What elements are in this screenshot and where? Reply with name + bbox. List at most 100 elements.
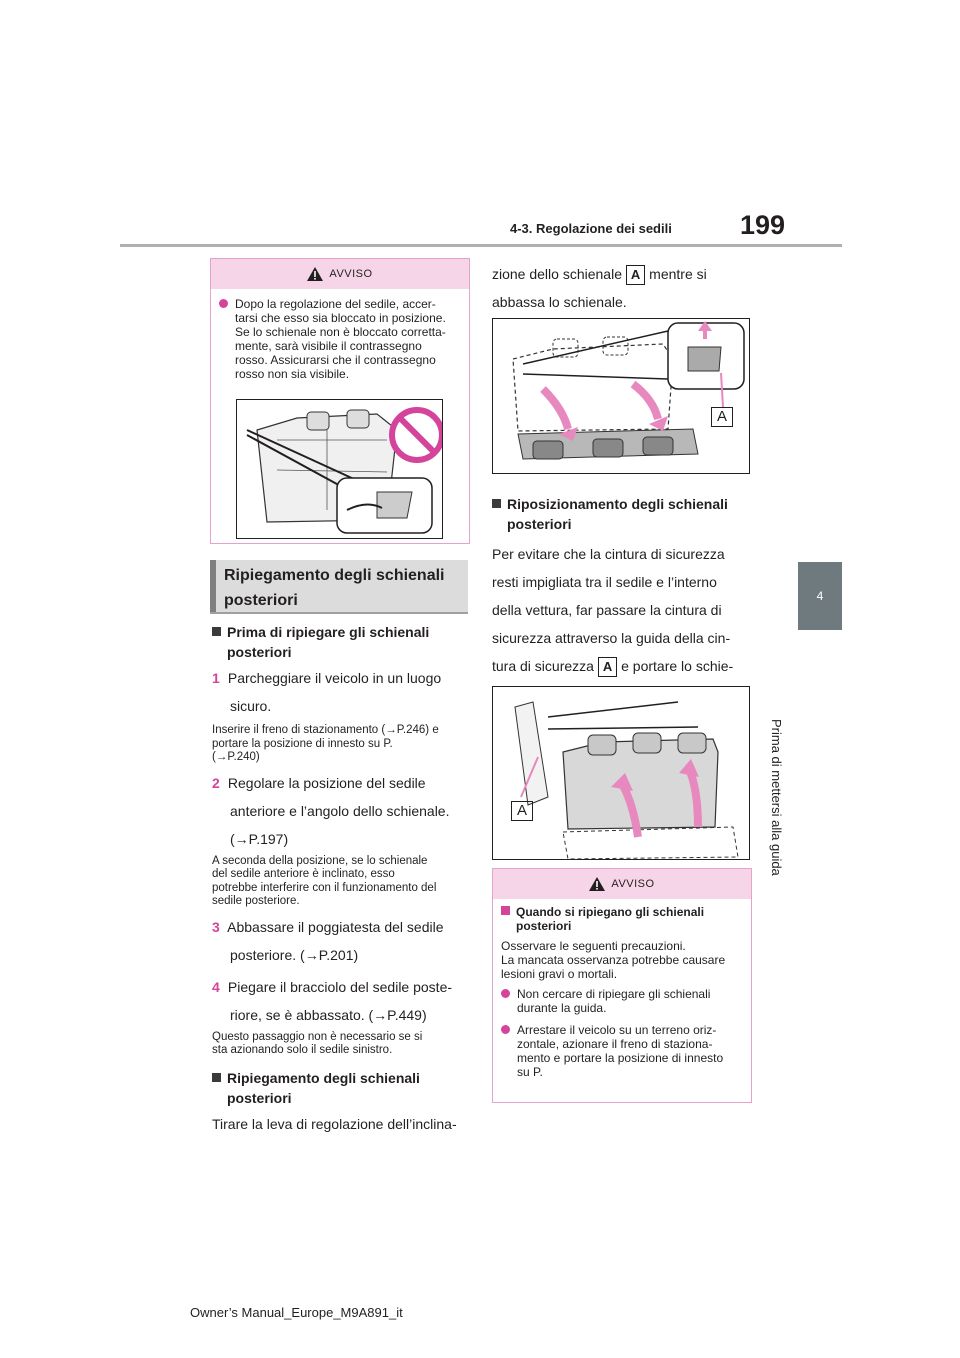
figure-label-a: A (511, 801, 534, 821)
warning-line: zontale, azionare il freno di staziona- (517, 1037, 713, 1051)
paragraph-text: tura di sicurezza (492, 658, 594, 674)
fold-backrest-illustration: A (492, 318, 750, 474)
bullet-dot-icon (501, 989, 510, 998)
subheading-line: posteriori (227, 1089, 292, 1106)
fold-seat-arrows-icon (512, 321, 745, 460)
warning-body: Quando si ripiegano gli schienali poster… (501, 905, 741, 1079)
subheading-line: Ripiegamento degli schienali (227, 1069, 420, 1086)
bullet-dot-icon (501, 1025, 510, 1034)
figure-label-a: A (711, 407, 734, 427)
note-line: (→P.240) (212, 751, 260, 763)
bullet-dot-icon (219, 299, 228, 308)
step-text: (→P.197) (230, 830, 289, 847)
warning-line: Osservare le seguenti precauzioni. (501, 939, 686, 953)
rear-seat-prohibited-icon (246, 407, 442, 534)
warning-line: Arrestare il veicolo su un terreno oriz- (517, 1023, 717, 1037)
warning-bullet: Arrestare il veicolo su un terreno oriz-… (501, 1023, 741, 1079)
label-a-badge: A (597, 657, 618, 678)
page-number: 199 (740, 210, 786, 240)
warning-box-1: AVVISO Dopo la regolazione del sedile, a… (210, 258, 470, 544)
warning-line: Dopo la regolazione del sedile, accer- (235, 297, 436, 311)
warning-triangle-icon (589, 877, 606, 891)
warning-title: AVVISO (329, 268, 373, 280)
header-rule (120, 244, 842, 247)
warning-line: tarsi che esso sia bloccato in posizione… (235, 311, 446, 325)
step-number: 1 (212, 670, 220, 686)
step-number: 3 (212, 918, 220, 935)
section-rule (210, 612, 468, 614)
raise-seat-arrows-icon (514, 701, 739, 859)
note-line: sta azionando solo il sedile sinistro. (212, 1044, 393, 1056)
paragraph-text: zione dello schienale (492, 266, 622, 282)
step-text: Parcheggiare il veicolo in un luogo (227, 670, 442, 686)
subheading-folding: Ripiegamento degli schienali posteriori (212, 1068, 470, 1108)
note-1: Inserire il freno di stazionamento (→P.2… (212, 724, 470, 765)
step-text: sicuro. (230, 698, 272, 714)
step-text: Abbassare il poggiatesta del sedile (227, 918, 444, 935)
step-2: 2 Regolare la posizione del sedile anter… (212, 769, 470, 853)
section-header: 4-3. Regolazione dei sedili (510, 221, 672, 236)
warning-line: Quando si ripiegano gli schienali (516, 905, 705, 919)
left-column: Prima di ripiegare gli schienali posteri… (212, 622, 470, 1138)
step-text: anteriore e l’angolo dello schienale. (230, 802, 450, 819)
warning-line: La mancata osservanza potrebbe causare (501, 953, 726, 967)
step-number: 4 (212, 978, 220, 995)
step-4: 4 Piegare il bracciolo del sedile poste-… (212, 973, 470, 1029)
note-line: del sedile anteriore è inclinato, esso (212, 868, 395, 880)
note-line: A seconda della posizione, se lo schiena… (212, 854, 428, 867)
warning-title: AVVISO (611, 878, 655, 890)
seat-lock-illustration (236, 399, 443, 539)
step-text: Regolare la posizione del sedile (227, 774, 426, 791)
warning-triangle-icon (307, 267, 324, 281)
note-2: A seconda della posizione, se lo schiena… (212, 855, 470, 909)
note-line: Inserire il freno di stazionamento (→P.2… (212, 724, 439, 736)
warning-line: Non cercare di ripiegare gli schienali (517, 987, 711, 1001)
subheading-before-folding: Prima di ripiegare gli schienali posteri… (212, 622, 470, 662)
step-1: 1 Parcheggiare il veicolo in un luogo si… (212, 664, 470, 720)
subheading-line: Riposizionamento degli schienali (507, 496, 728, 512)
paragraph-text: della vettura, far passare la cintura di (492, 602, 722, 618)
footer-manual-id: Owner’s Manual_Europe_M9A891_it (190, 1305, 403, 1320)
warning-line: posteriori (516, 919, 572, 933)
subheading-line: Prima di ripiegare gli schienali (227, 624, 430, 640)
warning-bullet: Non cercare di ripiegare gli schienali d… (501, 987, 741, 1015)
paragraph-text: mentre si (649, 266, 707, 282)
paragraph-text: abbassa lo schienale. (492, 294, 627, 310)
reposition-backrest-illustration: A (492, 686, 750, 860)
section-title: Ripiegamento degli schienali posteriori (210, 560, 468, 614)
step-text: riore, se è abbassato. (→P.449) (230, 1006, 427, 1023)
warning-line: rosso non sia visibile. (235, 367, 350, 381)
section-title-line: Ripiegamento degli schienali (224, 567, 445, 584)
subheading-line: posteriori (227, 644, 292, 660)
paragraph-text: resti impigliata tra il sedile e l’inter… (492, 574, 717, 590)
folding-paragraph-continued: zione dello schienale A mentre si abbass… (492, 260, 762, 316)
square-bullet-icon (492, 499, 501, 508)
square-bullet-icon (501, 906, 510, 915)
warning-line: mento e portare la posizione di innesto (517, 1051, 724, 1065)
square-bullet-icon (212, 1072, 221, 1082)
note-line: sedile posteriore. (212, 895, 300, 907)
paragraph-text: sicurezza attraverso la guida della cin- (492, 630, 731, 646)
square-bullet-icon (212, 627, 221, 636)
step-number: 2 (212, 774, 220, 791)
note-line: potrebbe interferire con il funzionament… (212, 881, 437, 894)
warning-box-2: AVVISO Quando si ripiegano gli schienali… (492, 868, 752, 1103)
subheading-repositioning: Riposizionamento degli schienali posteri… (492, 494, 762, 534)
label-a-badge: A (625, 265, 646, 286)
warning-bullet: Dopo la regolazione del sedile, accer- t… (219, 297, 459, 381)
right-column: Riposizionamento degli schienali posteri… (492, 494, 762, 708)
note-3: Questo passaggio non è necessario se si … (212, 1031, 470, 1058)
step-3: 3 Abbassare il poggiatesta del sedile po… (212, 913, 470, 969)
warning-line: rosso. Assicurarsi che il contrassegno (235, 353, 436, 367)
warning-header: AVVISO (493, 869, 751, 899)
warning-line: mente, sarà visibile il contrassegno (235, 339, 422, 353)
note-line: portare la posizione di innesto su P. (212, 737, 393, 750)
warning-line: durante la guida. (517, 1001, 607, 1015)
chapter-tab: 4 (798, 562, 842, 630)
warning-subheading: Quando si ripiegano gli schienali poster… (501, 905, 741, 933)
paragraph-text: e portare lo schie- (621, 658, 734, 674)
subheading-line: posteriori (507, 516, 572, 532)
chapter-vertical-title: Prima di mettersi alla guida (769, 719, 784, 876)
step-text: Piegare il bracciolo del sedile poste- (227, 978, 453, 995)
paragraph-text: Per evitare che la cintura di sicurezza (492, 546, 725, 562)
